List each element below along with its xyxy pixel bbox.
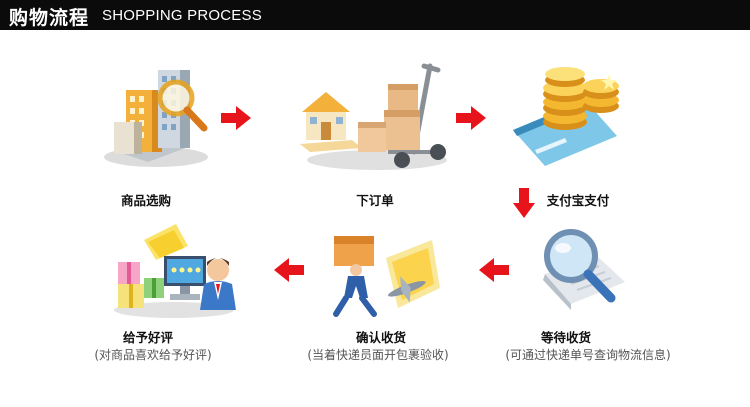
step-label: 商品选购 <box>120 193 172 208</box>
arrow-right-icon <box>221 106 251 130</box>
header-title-zh: 购物流程 <box>9 7 90 29</box>
step-label: 给予好评 <box>122 330 174 345</box>
page-header: 购物流程 SHOPPING PROCESS <box>0 0 750 30</box>
step-label: 下订单 <box>356 193 394 208</box>
arrow-right-icon <box>456 106 486 130</box>
gifts-computer-service-icon <box>114 224 236 318</box>
step-sublabel: (对商品喜欢给予好评) <box>94 348 212 362</box>
step-confirm-receipt <box>316 222 446 322</box>
arrow-left-icon <box>479 258 509 282</box>
arrow-left-icon <box>274 258 304 282</box>
step-sublabel: (可通过快递单号查询物流信息) <box>505 348 671 362</box>
arrow-down-icon <box>513 188 535 218</box>
step-give-praise <box>104 220 244 320</box>
coins-card-icon <box>513 67 619 166</box>
magnifier-document-icon <box>543 229 625 310</box>
building-magnifier-icon <box>104 70 208 167</box>
step-sublabel: (当着快递员面开包裹验收) <box>307 348 449 362</box>
house-boxes-cart-icon <box>300 63 447 170</box>
courier-package-plane-icon <box>333 236 440 317</box>
header-title-en: SHOPPING PROCESS <box>102 7 262 24</box>
step-label: 支付宝支付 <box>546 193 610 208</box>
step-await-delivery <box>525 222 635 322</box>
step-select-goods <box>88 52 228 172</box>
step-label: 等待收货 <box>540 330 592 345</box>
step-label: 确认收货 <box>355 330 407 345</box>
step-alipay-payment <box>505 60 635 175</box>
step-place-order <box>292 60 462 175</box>
